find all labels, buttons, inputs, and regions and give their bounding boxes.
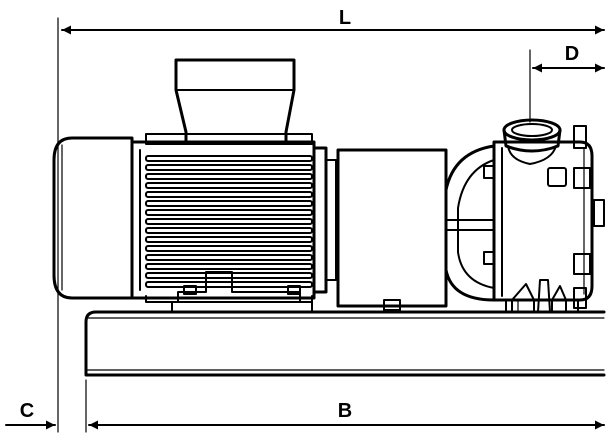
motor-mount-rail [171,301,313,313]
motor-cooling-fin [145,227,313,234]
motor-foot-bolt-right [287,285,301,295]
motor-flange [312,146,328,294]
casing-bolt [483,165,495,179]
motor-terminal-box [174,58,296,144]
electric-motor [52,58,337,313]
motor-cooling-fin [145,254,313,261]
motor-cooling-fin [145,209,313,216]
coupling-guard-bolt [383,299,401,311]
casing-bolt [573,125,587,149]
pump-bracket-inner [457,159,495,289]
outlet-nozzle-bore [511,123,553,137]
dimension-lines: L D C B [5,7,605,433]
motor-cooling-fin [145,173,313,180]
outlet-nozzle-base [507,145,557,165]
motor-cooling-fin [145,200,313,207]
centrifugal-pump [444,118,605,313]
casing-bolt [573,287,587,309]
base-plate-outline [84,310,606,377]
casing-bolt [573,253,591,275]
pump-foot-left [511,283,535,313]
outlet-nozzle-neck [502,128,562,153]
motor-flange-step [325,159,337,281]
coupling-guard [336,148,448,311]
pump-foot-plate [505,299,579,313]
motor-fan-cover [52,136,134,300]
motor-cooling-fin [145,263,313,270]
motor-cooling-fin [145,236,313,243]
dimension-label-b: B [338,400,352,422]
motor-cooling-fin [145,272,313,279]
motor-cooling-fin [145,218,313,225]
pump-casing [492,140,594,302]
dimension-label-d: D [565,43,579,65]
motor-cooling-fin [145,164,313,171]
casing-bolt [573,167,591,189]
motor-cooling-fins [145,155,313,288]
dimension-label-l: L [339,7,351,29]
motor-cooling-fin [145,191,313,198]
base-plate [84,310,606,377]
motor-foot-bolt-left [183,285,197,295]
casing-bolt [547,167,567,187]
coupling-guard-body [336,148,448,308]
motor-cooling-fin [145,281,313,288]
pump-foot-centre [537,279,551,313]
motor-cooling-fin [145,182,313,189]
motor-cooling-fin [145,245,313,252]
motor-cooling-fin [145,155,313,162]
casing-bolt [483,251,495,265]
casing-bolt [593,199,605,227]
terminal-box-base [145,133,313,145]
dimension-label-c: C [20,400,34,422]
